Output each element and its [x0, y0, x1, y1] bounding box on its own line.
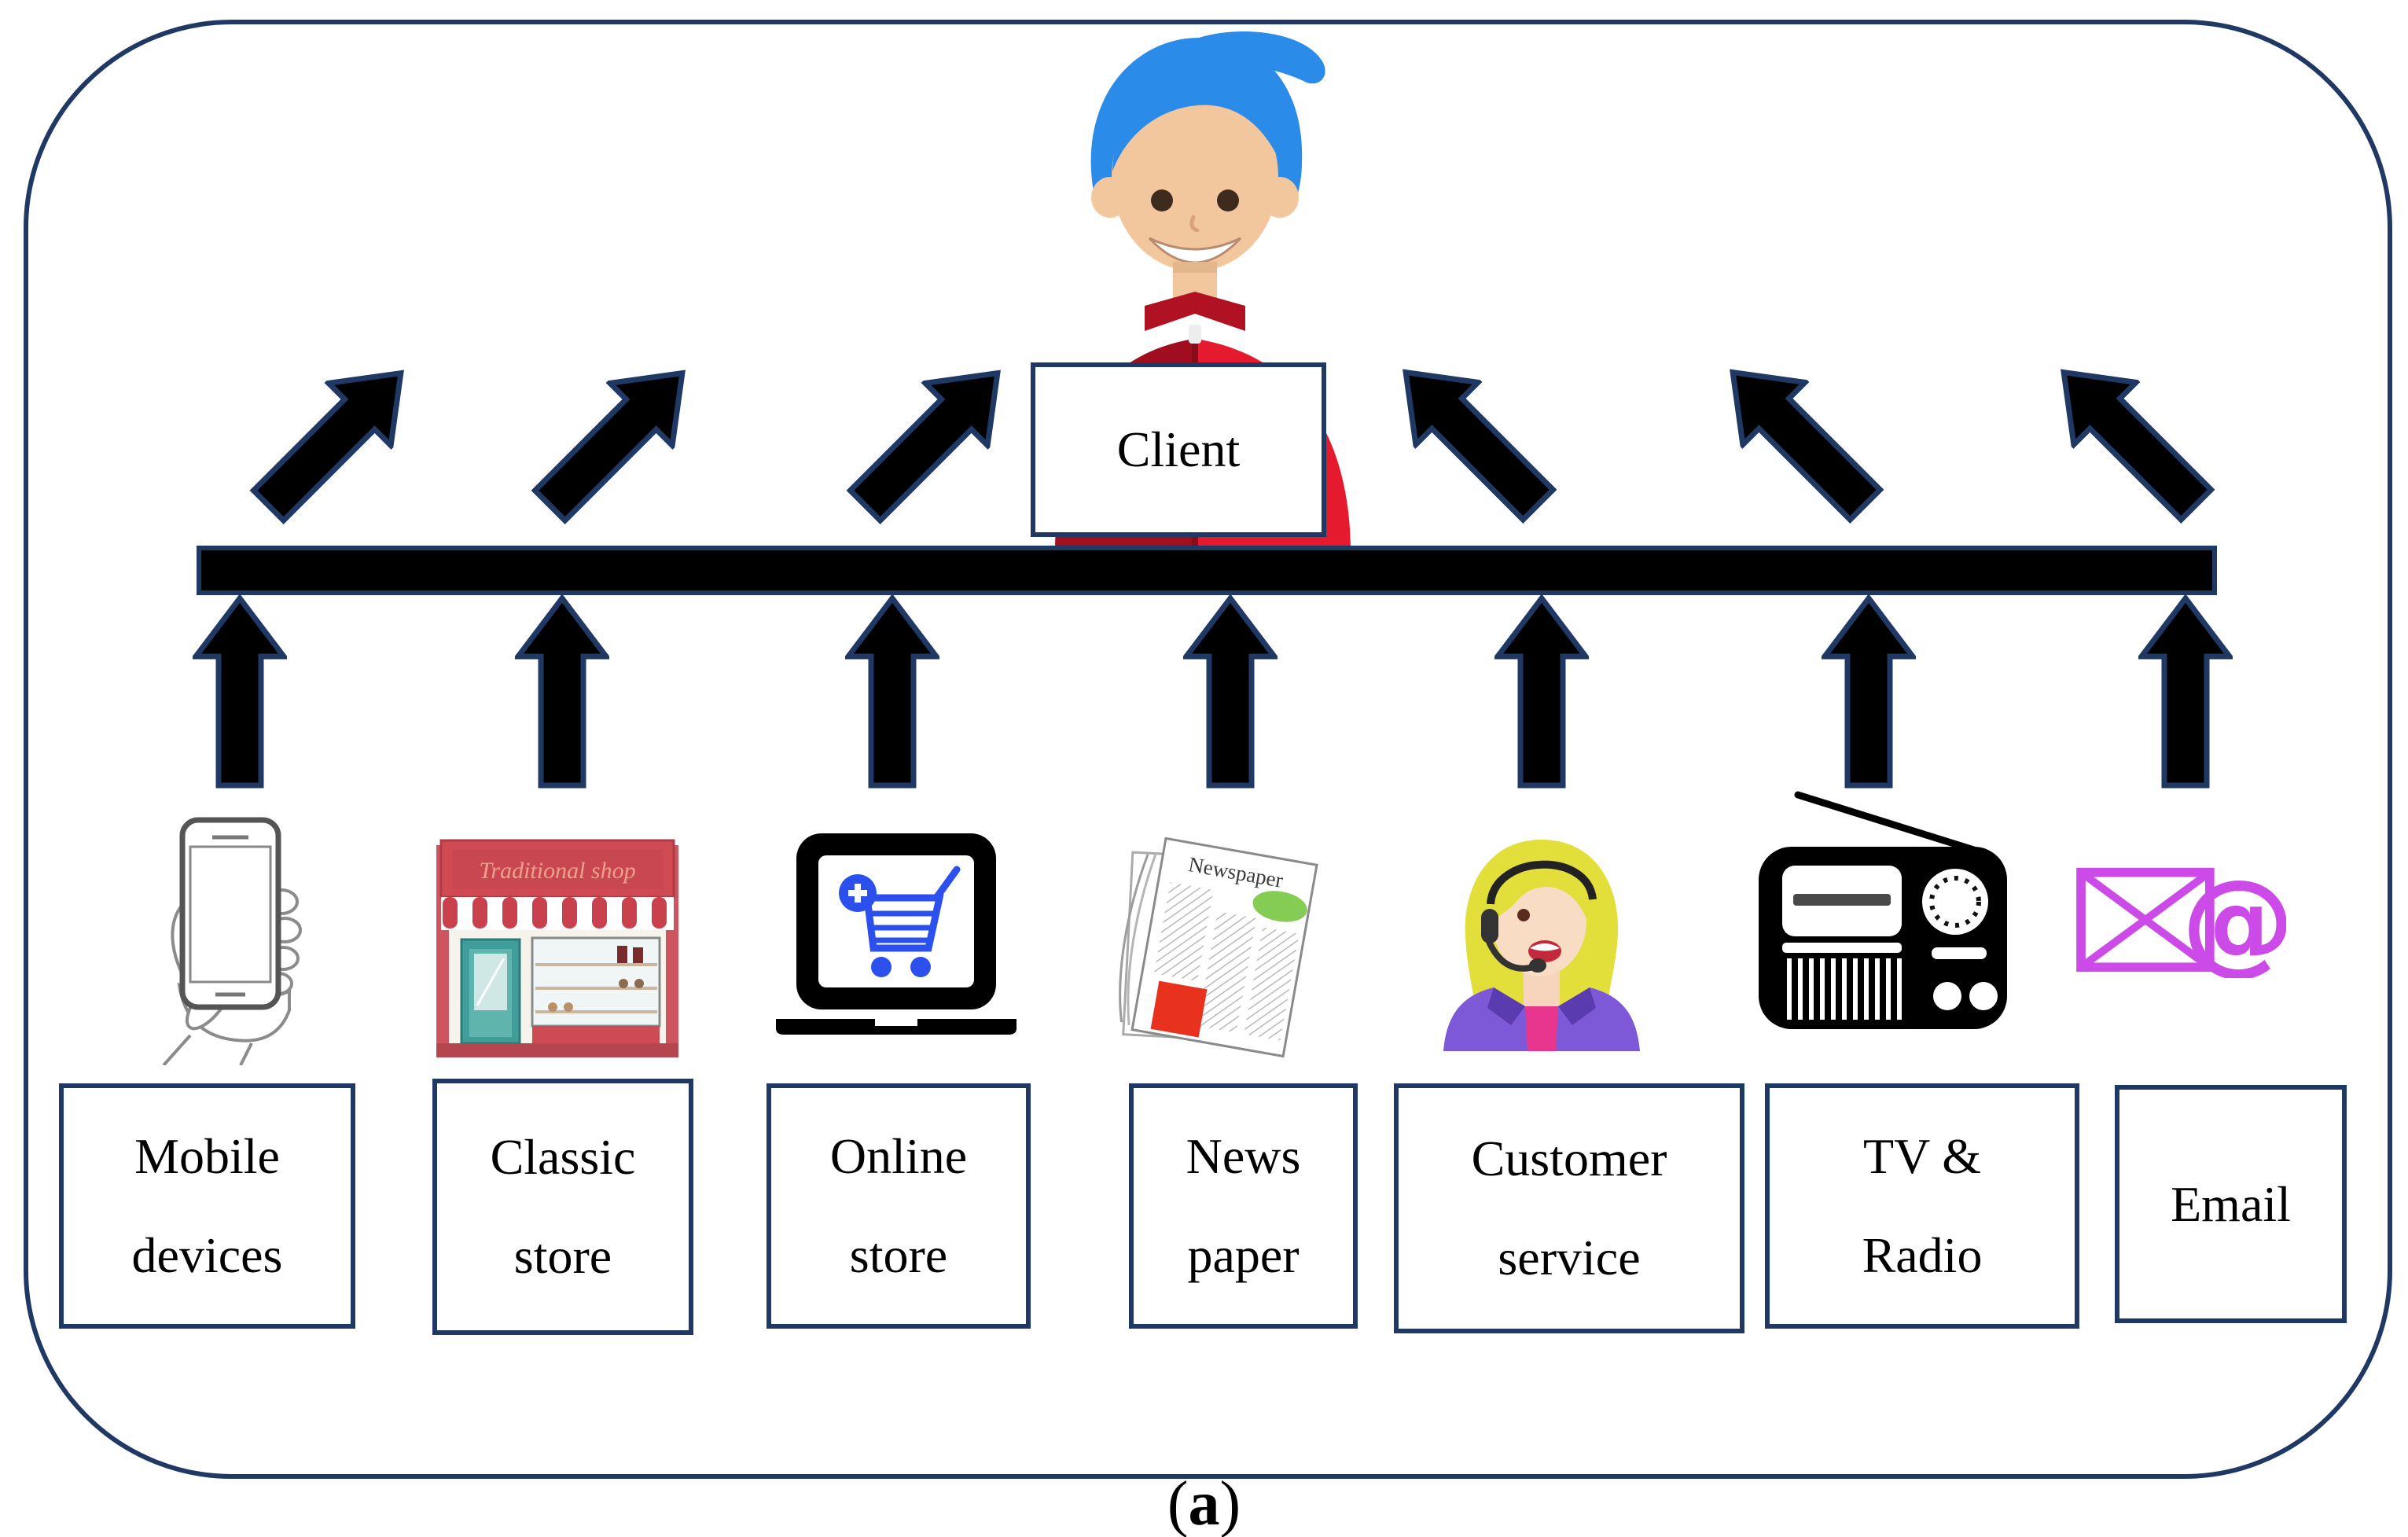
channel-box-tv-radio: TV & Radio [1765, 1083, 2079, 1329]
client-box: Client [1031, 362, 1326, 537]
channel-label: Email [2171, 1175, 2291, 1232]
channel-label: Customer [1471, 1131, 1667, 1186]
store-sign-text: Traditional shop [479, 858, 635, 884]
channel-label: Mobile [134, 1128, 280, 1184]
channel-box-customer-service: Customer service [1394, 1083, 1744, 1333]
caption-letter: a [1188, 1469, 1220, 1537]
channel-label: Classic [490, 1129, 636, 1185]
up-arrow-news-paper [1183, 595, 1278, 790]
channel-box-online-store: Online store [767, 1083, 1031, 1329]
channel-label: store [849, 1227, 948, 1283]
channel-label: News [1186, 1128, 1301, 1184]
channel-label: devices [131, 1227, 283, 1283]
up-arrow-customer-service [1494, 595, 1589, 790]
client-label: Client [1116, 421, 1241, 477]
up-arrow-mobile-devices [193, 595, 287, 790]
channel-collector-bar [197, 546, 2217, 595]
at-symbol: @ [2182, 861, 2286, 978]
caption-close-paren: ) [1219, 1469, 1241, 1537]
channel-label: Online [829, 1128, 968, 1184]
caption-open-paren: ( [1167, 1469, 1189, 1537]
diagram-border [24, 20, 2392, 1479]
channel-box-news-paper: News paper [1129, 1083, 1358, 1329]
newspaper-icon: Newspaper [1119, 837, 1318, 1058]
channel-label: Radio [1862, 1227, 1983, 1283]
up-arrow-email [2138, 595, 2233, 790]
channel-label: store [513, 1228, 612, 1284]
hand-holding-phone-icon [162, 817, 302, 1065]
up-arrow-tv-radio [1822, 595, 1916, 790]
support-agent-icon [1443, 840, 1640, 1051]
laptop-shopping-cart-icon [776, 833, 1017, 1035]
channel-box-email: Email [2115, 1085, 2347, 1323]
up-arrow-online-store [845, 595, 939, 790]
storefront-icon: Traditional shop [436, 839, 678, 1057]
channel-box-mobile-devices: Mobile devices [59, 1083, 355, 1329]
up-arrow-classic-store [515, 595, 609, 790]
channel-label: service [1498, 1230, 1641, 1285]
channel-label: paper [1187, 1227, 1300, 1283]
channel-label: TV & [1863, 1128, 1981, 1184]
channel-box-classic-store: Classic store [432, 1079, 693, 1335]
email-at-icon: @ [2076, 861, 2286, 978]
radio-icon [1759, 791, 2007, 1029]
figure-caption: (a) [0, 1469, 2408, 1537]
